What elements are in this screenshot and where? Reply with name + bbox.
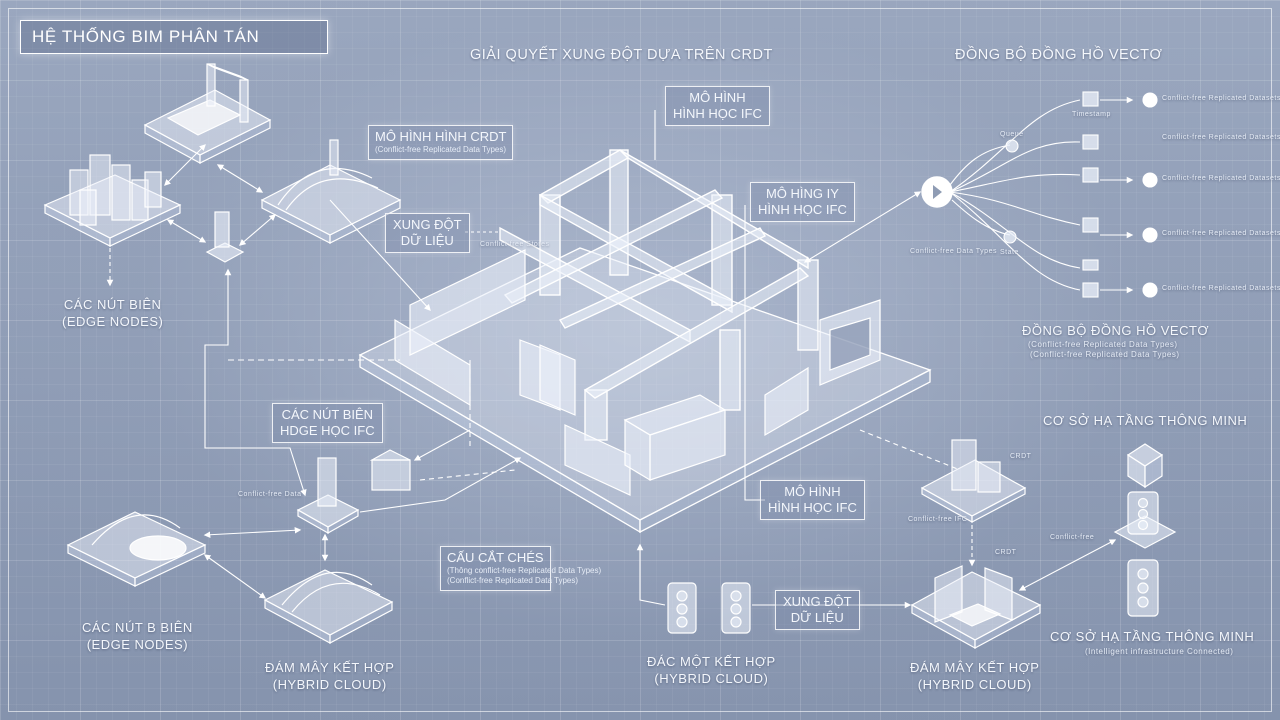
conflict-bottom-line2: DỮ LIỆU	[790, 610, 844, 625]
vector-clock-fan	[949, 96, 1134, 294]
vector-clock-nodes	[1003, 91, 1158, 298]
hybrid-1-line2: (HYBRID CLOUD)	[272, 677, 387, 692]
crdt-node-right	[920, 439, 1027, 524]
hybrid-cloud-bridge	[263, 569, 394, 645]
struct-sub-2: (Conflict-free Replicated Data Types)	[447, 576, 579, 585]
ifc-label: Conflict-free IFC	[908, 516, 968, 523]
cloud-label: Conflict-free	[1050, 534, 1095, 541]
edge-node-gantry	[143, 63, 272, 165]
outer-frame	[8, 8, 1272, 712]
hybrid-3-line1: ĐÁM MÂY KẾT HỢP	[910, 660, 1040, 675]
conflict-left-line2: DỮ LIỆU	[400, 233, 454, 248]
edge-node-bridge-bottom	[66, 511, 207, 587]
edge-nodes-2-line2: (EDGE NODES)	[86, 637, 189, 652]
hybrid-2-line1: ĐÁC MỘT KẾT HỢP	[647, 654, 776, 669]
ifc-model-box-top: MÔ HÌNH HÌNH HỌC IFC	[665, 86, 770, 126]
conflict-data-type-label: Conflict-free Data Types	[910, 248, 997, 255]
vector-clock-hub	[921, 176, 953, 208]
vector-node-b: Conflict-free Replicated Datasets	[1162, 175, 1280, 182]
edge-nodes-1-line2: (EDGE NODES)	[62, 314, 164, 329]
edge-node-city	[43, 154, 182, 247]
traffic-lights-bottom	[667, 582, 751, 634]
smart-infra-sub: (Intelligent infrastructure Connected)	[1085, 647, 1234, 656]
ifc-building-frame	[499, 149, 819, 441]
edge-ifc-line1: CÁC NÚT BIÊN	[281, 407, 374, 422]
hybrid-3-line2: (HYBRID CLOUD)	[917, 677, 1032, 692]
edge-node-sensor	[205, 211, 245, 263]
hybrid-cloud-label-3: ĐÁM MÂY KẾT HỢP (HYBRID CLOUD)	[910, 659, 1039, 693]
vector-clock-heading: ĐỒNG BỘ ĐỒNG HỒ VECTƠ	[955, 47, 1163, 63]
smart-infra-cube	[1126, 443, 1164, 489]
hybrid-1-line1: ĐÁM MÂY KẾT HỢP	[265, 660, 395, 675]
ifc-model-box-low: MÔ HÌNH HÌNH HỌC IFC	[760, 480, 865, 520]
vector-node-d: Conflict-free Replicated Datasets	[1162, 285, 1280, 292]
edge-ifc-line2: HDGE HỌC IFC	[280, 423, 375, 438]
crdt-side-label: CRDT	[1010, 453, 1032, 460]
hybrid-cloud-label-1: ĐÁM MÂY KẾT HỢP (HYBRID CLOUD)	[265, 659, 394, 693]
dist-label: Conflict free Stores	[480, 241, 550, 248]
ifc-model-top-line2: HÌNH HỌC IFC	[673, 106, 762, 121]
smart-infra-heading: CƠ SỞ HẠ TẦNG THÔNG MINH	[1043, 413, 1248, 428]
vector-clock-heading-bottom: ĐỒNG BỘ ĐỒNG HỒ VECTƠ	[1022, 323, 1210, 338]
page-title: HỆ THỐNG BIM PHÂN TÁN	[32, 27, 260, 46]
ifc-sensor-node	[296, 449, 411, 535]
hybrid-cloud-label-2: ĐÁC MỘT KẾT HỢP (HYBRID CLOUD)	[647, 653, 776, 687]
data-conflict-box-bottom: XUNG ĐỘT DỮ LIỆU	[775, 590, 860, 630]
hybrid-2-line2: (HYBRID CLOUD)	[654, 671, 769, 686]
vector-clock-sub-2: (Conflict-free Replicated Data Types)	[1030, 350, 1180, 359]
struct-sub-1: (Thông conflict-free Replicated Data Typ…	[447, 566, 602, 575]
timestamp-label: Timestamp	[1072, 111, 1111, 118]
edge-nodes-label-1: CÁC NÚT BIÊN (EDGE NODES)	[62, 296, 163, 330]
state-label: State	[1000, 249, 1019, 256]
ifc-model-low-line2: HÌNH HỌC IFC	[768, 500, 857, 515]
vector-node-c: Conflict-free Replicated Datasets	[1162, 230, 1280, 237]
conflict-left-line1: XUNG ĐỘT	[393, 217, 462, 232]
ifc-model-low-line1: MÔ HÌNH	[784, 484, 841, 499]
queue-label: Queue	[1000, 131, 1024, 138]
vector-node-a: Conflict-free Replicated Datasets	[1162, 95, 1280, 102]
title-frame	[20, 20, 328, 54]
struct-box: CẤU CẮT CHÉS (Thông conflict-free Replic…	[440, 546, 601, 591]
ifc-model-mid-line2: HÌNH HỌC IFC	[758, 202, 847, 217]
edge-node-bridge-top	[260, 139, 402, 244]
edge-nodes-2-line1: CÁC NÚT B BIÊN	[82, 620, 193, 635]
ifc-model-box-mid: MÔ HÌNG IY HÌNH HỌC IFC	[750, 182, 855, 222]
connector-lines	[106, 110, 1117, 609]
smart-infra-signal-top	[1113, 491, 1177, 549]
crdt-model-label: MÔ HÌNH HÌNH CRDT	[375, 129, 507, 144]
struct-label: CẤU CẮT CHÉS	[447, 550, 544, 565]
crdt-b-label: CRDT	[995, 549, 1017, 556]
crdt-model-box: MÔ HÌNH HÌNH CRDT (Conflict-free Replica…	[368, 125, 514, 160]
vector-node-e: Conflict-free Replicated Datasets	[1162, 134, 1280, 141]
edge-nodes-1-line1: CÁC NÚT BIÊN	[63, 297, 162, 312]
smart-infra-signal-bottom	[1127, 559, 1159, 617]
crdt-heading: GIẢI QUYẾT XUNG ĐỘT DỰA TRÊN CRDT	[470, 47, 773, 63]
conflict-bottom-line1: XUNG ĐỘT	[783, 594, 852, 609]
ifc-model-mid-line1: MÔ HÌNG IY	[765, 186, 839, 201]
edge-nodes-label-2: CÁC NÚT B BIÊN (EDGE NODES)	[82, 619, 193, 653]
data-conflict-box-left: XUNG ĐỘT DỮ LIỆU	[385, 213, 470, 253]
crdt-model-sub: (Conflict-free Replicated Data Types)	[375, 145, 507, 154]
hybrid-cloud-node-right	[910, 565, 1042, 650]
ifc-model-top-line1: MÔ HÌNH	[689, 90, 746, 105]
wall-panels	[394, 249, 881, 496]
edge-ifc-box: CÁC NÚT BIÊN HDGE HỌC IFC	[272, 403, 383, 443]
smart-infra-heading-bottom: CƠ SỞ HẠ TẦNG THÔNG MINH	[1050, 629, 1255, 644]
vector-clock-sub-1: (Conflict-free Replicated Data Types)	[1028, 340, 1178, 349]
edge-data-label: Conflict-free Data	[238, 491, 302, 498]
